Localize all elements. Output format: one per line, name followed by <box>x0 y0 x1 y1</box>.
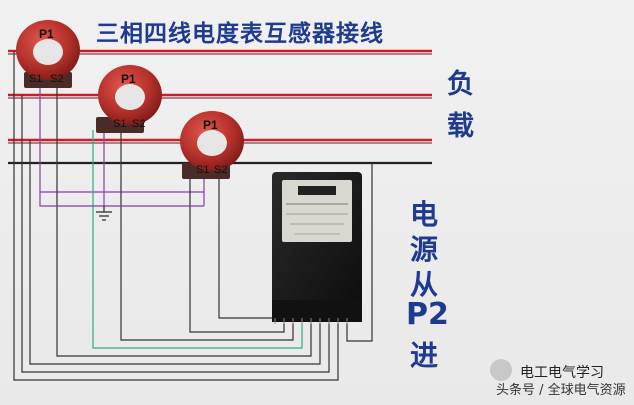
source-label-5: 进 <box>410 339 439 372</box>
ct-2: P1 S1 S2 <box>96 65 162 133</box>
voltage-wire-a <box>13 51 339 381</box>
ct-3-s2-label: S2 <box>214 164 227 176</box>
ct3-s2-wire <box>218 178 275 319</box>
ct-2-p1-label: P1 <box>121 72 136 86</box>
ct-3: P1 S1 S2 <box>180 111 244 179</box>
diagram-title: 三相四线电度表互感器接线 <box>96 20 384 47</box>
ct-secondary-wires <box>39 85 312 357</box>
ct-2-s1-label: S1 <box>113 118 126 130</box>
source-label-2: 源 <box>410 233 439 266</box>
load-label-1: 负 <box>447 69 474 100</box>
ct-1-hole <box>33 39 63 65</box>
voltage-wire-c <box>29 140 321 365</box>
voltage-wires <box>13 51 373 381</box>
neutral-wire <box>346 163 373 342</box>
source-label-4: P2 <box>406 297 449 332</box>
ct-1: P1 S1 S2 <box>16 20 80 88</box>
ct-2-hole <box>115 84 145 110</box>
ct-3-s1-label: S1 <box>196 164 209 176</box>
meter-terminal-block <box>272 300 362 322</box>
ct-1-s1-label: S1 <box>29 73 42 85</box>
meter-window <box>282 180 352 242</box>
meter-counter <box>298 186 336 195</box>
ct-1-s2-label: S2 <box>50 73 63 85</box>
source-label-1: 电 <box>410 198 439 231</box>
voltage-wire-b <box>21 95 330 373</box>
watermark: 电工电气学习 头条号 / 全球电气资源 <box>470 355 630 401</box>
watermark-line1: 电工电气学习 <box>520 365 604 381</box>
ct-3-hole <box>197 130 227 156</box>
ct-1-p1-label: P1 <box>39 27 54 41</box>
ct3-s1-to-meter <box>189 178 285 333</box>
ct2-s1-to-meter <box>92 130 303 349</box>
ct-3-p1-label: P1 <box>203 118 218 132</box>
ct-s1-bond <box>39 192 204 207</box>
ct2-s2-wire <box>120 130 294 341</box>
ct-2-s2-label: S2 <box>132 118 145 130</box>
energy-meter <box>272 172 362 324</box>
ct1-s2-wire <box>56 85 312 357</box>
ground-icon <box>96 206 112 221</box>
source-label-3: 从 <box>410 268 439 301</box>
load-label-2: 载 <box>447 111 474 142</box>
watermark-logo-icon <box>490 359 512 381</box>
watermark-line2: 头条号 / 全球电气资源 <box>496 383 626 398</box>
